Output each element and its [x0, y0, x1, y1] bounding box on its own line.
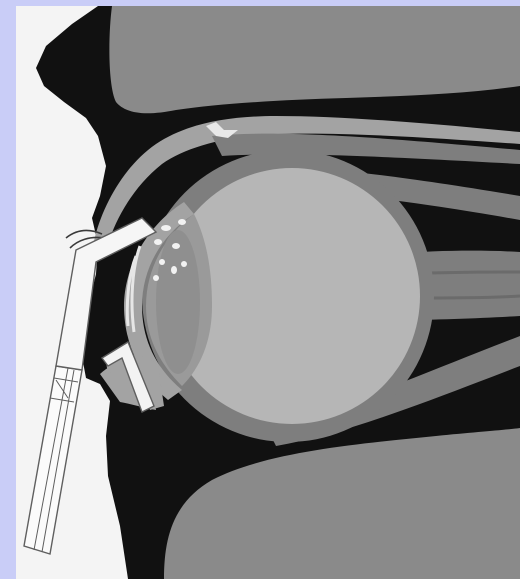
- droplet: [154, 239, 162, 245]
- eye-diagram-svg: [16, 6, 520, 579]
- droplet: [178, 219, 186, 225]
- droplet: [172, 243, 180, 249]
- droplet: [159, 259, 165, 265]
- eye-anatomy-diagram: [16, 6, 520, 579]
- droplet: [153, 275, 159, 281]
- droplet: [181, 261, 187, 267]
- crystalline-lens: [156, 230, 200, 374]
- droplet: [171, 266, 177, 274]
- droplet: [161, 225, 171, 231]
